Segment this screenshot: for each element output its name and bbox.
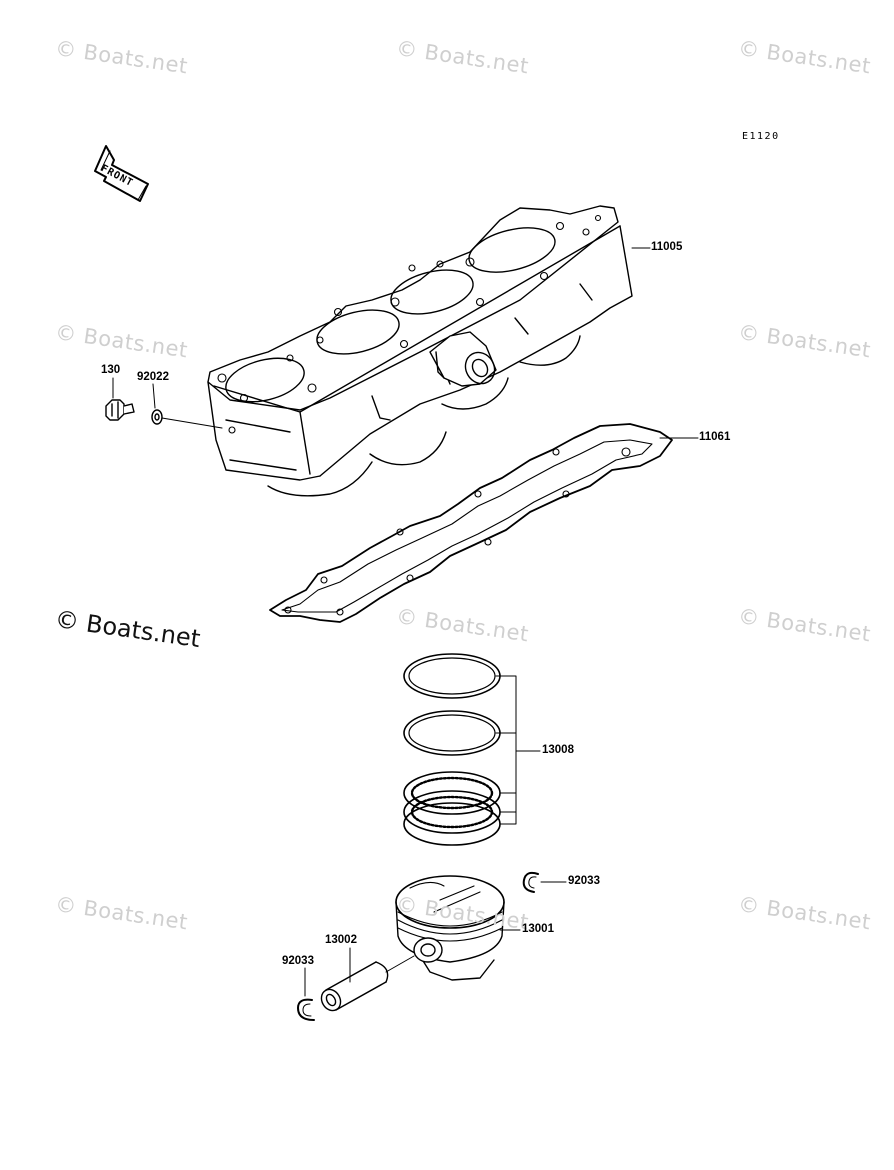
part-label-piston-rings[interactable]: 13008	[542, 744, 574, 756]
bolt-130	[105, 399, 135, 421]
diagram-code: E1120	[742, 131, 780, 142]
cylinder-block	[207, 205, 633, 497]
part-label-snap-ring-right[interactable]: 92033	[568, 875, 600, 887]
piston-rings	[403, 653, 501, 846]
part-label-cylinder-gasket[interactable]: 11061	[699, 431, 731, 443]
piston	[395, 875, 505, 981]
part-label-washer[interactable]: 92022	[137, 371, 169, 383]
cylinder-gasket	[269, 423, 673, 623]
part-label-bolt[interactable]: 130	[101, 364, 121, 376]
piston-pin	[320, 955, 415, 1012]
front-direction-arrow-icon	[94, 145, 149, 202]
part-label-piston-pin[interactable]: 13002	[325, 934, 357, 946]
snap-ring-left	[297, 998, 315, 1021]
snap-ring-right	[522, 871, 539, 893]
part-label-piston[interactable]: 13001	[522, 923, 554, 935]
washer-92022	[151, 409, 163, 425]
part-label-snap-ring-left[interactable]: 92033	[282, 955, 314, 967]
part-label-cylinder[interactable]: 11005	[651, 241, 683, 253]
